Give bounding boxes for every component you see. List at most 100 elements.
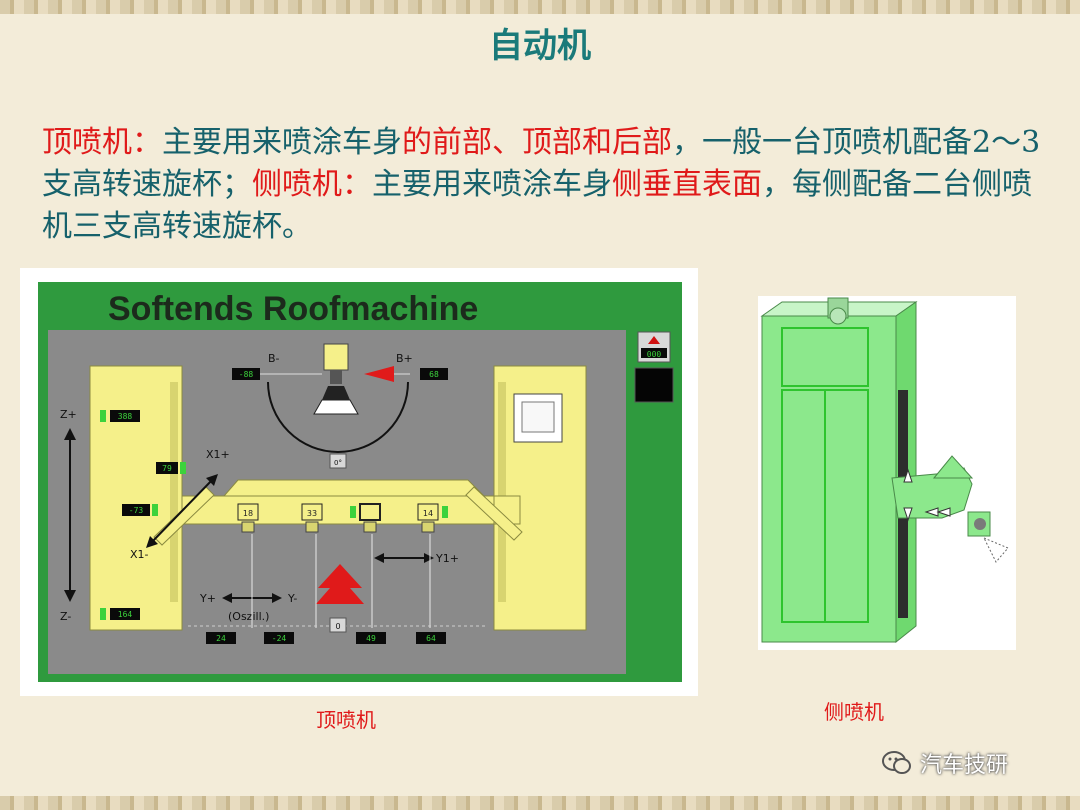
para-seg-7: 侧垂直表面 [612,167,762,202]
indicator-x1-upper [180,462,186,474]
label-y1-plus: Y1+ [435,552,459,565]
left-column [89,365,183,631]
watermark: 汽车技研 [882,748,1008,778]
label-z-minus: Z- [60,610,71,623]
para-seg-8: ，每侧配备二台侧喷机三支高转速旋杯。 [42,167,1032,244]
readout-z-bottom-box [110,608,140,620]
indicator-z-bottom [100,608,106,620]
top-border [0,0,1080,14]
readout-y1-right-box [416,632,446,644]
motor-wheel [829,307,847,325]
center-top-value: 0° [334,459,342,467]
readout-b-right-box [420,368,448,380]
readout-y1-right: 64 [426,634,436,643]
center-top-box [329,453,347,469]
side-machine-diagram [760,297,1009,644]
bell-cone [313,399,359,415]
readout-b-right: 68 [429,370,439,379]
readout-z-top-box [110,410,140,422]
cabinet-top-panel [781,327,869,387]
nozzle-4-indicator [442,506,448,518]
nozzle-cups [241,521,435,533]
z-axis-arrow-down [64,590,76,602]
readout-b-left-box [232,368,260,380]
bell-neck [330,370,342,384]
x1-arrow-plus [206,474,218,486]
bell-head [323,343,349,371]
indicator-z-top [100,410,106,422]
nozzle-2 [301,503,323,521]
right-arm [465,486,523,541]
para-seg-2: 主要用来喷涂车身 [162,125,402,160]
roof-machine-screen: Softends Roofmachine 000 [38,282,682,682]
readout-y-mid-box [264,632,294,644]
nozzle-3-indicator [350,506,356,518]
readout-x1-upper-box [156,462,178,474]
para-seg-3: 的前部、顶部和后部 [402,125,672,160]
robot-arm-upper [932,455,974,479]
guide-lines [251,534,431,628]
nozzle-1 [237,503,259,521]
readout-y-left: 24 [216,634,226,643]
up-button-value: 000 [647,350,662,359]
bottom-center-box [329,617,347,633]
readout-y1-left: 49 [366,634,376,643]
y-arrow-right [272,593,282,603]
readout-y-left-box [206,632,236,644]
label-y-minus: Y- [287,592,297,605]
robot-joint [974,518,986,530]
readout-x1-upper: 79 [162,464,172,473]
roof-machine-image: Softends Roofmachine 000 [20,268,698,696]
arm-arrows-icon [903,468,951,522]
indicator-x1-lower [152,504,158,516]
readout-z-top: 388 [118,412,133,421]
screen-title: Softends Roofmachine [108,290,478,328]
label-x1-plus: X1+ [206,448,230,461]
y-arrow-left [222,593,232,603]
gauge-inner [521,401,555,433]
up-button-readout [641,348,667,358]
para-seg-6: 主要用来喷涂车身 [372,167,612,202]
label-b-minus: B- [268,352,280,365]
label-x1-minus: X1- [130,548,149,561]
para-seg-5: 侧喷机： [252,167,372,202]
dark-display [634,367,674,403]
readout-y1-left-box [356,632,386,644]
para-seg-4: ，一般一台顶喷机配备2～3支高转速旋杯； [42,125,1041,202]
label-z-plus: Z+ [60,408,77,421]
beam-top [222,479,486,497]
side-machine-image [758,296,1016,650]
caption-side: 侧喷机 [824,700,884,724]
watermark-text: 汽车技研 [920,753,1009,778]
bell-top [322,386,350,400]
readout-y-mid: -24 [272,634,287,643]
nozzle-3 [359,503,381,521]
wechat-icon [882,751,911,774]
spray-cone [982,537,1009,563]
beam [181,495,495,525]
x1-arrow-minus [146,536,158,548]
caption-roof: 顶喷机 [316,708,376,732]
y1-arrow-right [424,553,434,563]
para-seg-1: 顶喷机： [42,125,162,160]
readout-z-bottom: 164 [118,610,133,619]
label-y-plus: Y+ [199,592,216,605]
readout-x1-lower: -73 [129,506,144,515]
up-arrow-icon [648,336,660,344]
y1-arrow-left [374,553,384,563]
roof-machine-diagram: Softends Roofmachine 000 [48,290,674,674]
label-b-plus: B+ [396,352,413,365]
b-arc [267,381,409,453]
nozzle-4 [417,503,439,521]
z-axis-arrow-up [64,428,76,440]
bottom-border [0,796,1080,810]
readout-x1-lower-box [122,504,150,516]
red-arrow-icon [364,366,394,382]
x1-axis-line [149,477,215,545]
nozzle-2-value: 33 [307,509,317,518]
slide-title: 自动机 [489,26,591,66]
nozzle-4-value: 14 [423,509,433,518]
description-paragraph: 顶喷机：主要用来喷涂车身的前部、顶部和后部，一般一台顶喷机配备2～3支高转速旋杯… [42,122,1042,248]
bottom-center-value: 0 [335,622,340,631]
red-up-arrow-icon [316,564,364,604]
